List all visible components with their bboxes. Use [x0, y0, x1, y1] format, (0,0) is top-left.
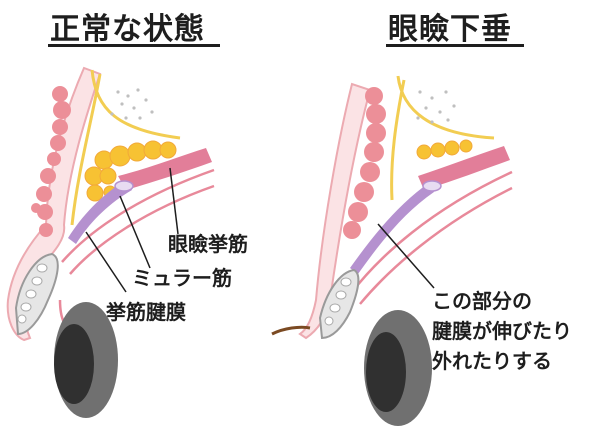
- title-ptosis-underline: [386, 44, 524, 47]
- ptosis-septum: [390, 75, 495, 201]
- ptosis-eyelid: [271, 75, 513, 426]
- leader-aponeurosis: [85, 231, 127, 293]
- leader-stretched: [377, 223, 435, 289]
- ptosis-aponeurosis: [350, 182, 434, 274]
- ptosis-caption: この部分の 腱膜が伸びたり 外れたりする: [432, 286, 572, 376]
- title-normal-underline: [48, 44, 220, 47]
- title-ptosis: 眼瞼下垂: [388, 12, 512, 47]
- caption-line-3: 外れたりする: [432, 349, 552, 373]
- label-muller-muscle: ミュラー筋: [132, 266, 232, 290]
- normal-muller-muscle: [68, 180, 132, 244]
- title-normal: 正常な状態: [50, 12, 205, 47]
- normal-levator-muscle: [118, 148, 212, 190]
- normal-septum: [70, 69, 181, 226]
- caption-line-1: この部分の: [432, 289, 532, 313]
- normal-orbicularis: [31, 86, 71, 237]
- normal-eyeball: [54, 302, 118, 418]
- label-levator-aponeurosis: 挙筋腱膜: [106, 300, 186, 324]
- leader-levator: [169, 167, 179, 235]
- normal-tarsus: [14, 252, 59, 336]
- ptosis-tarsus: [318, 268, 360, 340]
- caption-line-2: 腱膜が伸びたり: [432, 319, 572, 343]
- normal-eyelid: [6, 66, 215, 418]
- ptosis-levator-muscle: [418, 146, 510, 190]
- label-levator-muscle: 眼瞼挙筋: [168, 232, 248, 256]
- ptosis-skin: [298, 82, 372, 340]
- ptosis-orbicularis: [343, 87, 386, 239]
- ptosis-eyelash: [271, 325, 311, 336]
- normal-bone-dots: [110, 88, 154, 120]
- ptosis-fat: [416, 139, 473, 160]
- ptosis-eyeball: [364, 310, 432, 426]
- ptosis-bone-dots: [416, 90, 456, 124]
- ptosis-conjunctiva: [351, 170, 513, 305]
- leader-muller: [119, 195, 151, 269]
